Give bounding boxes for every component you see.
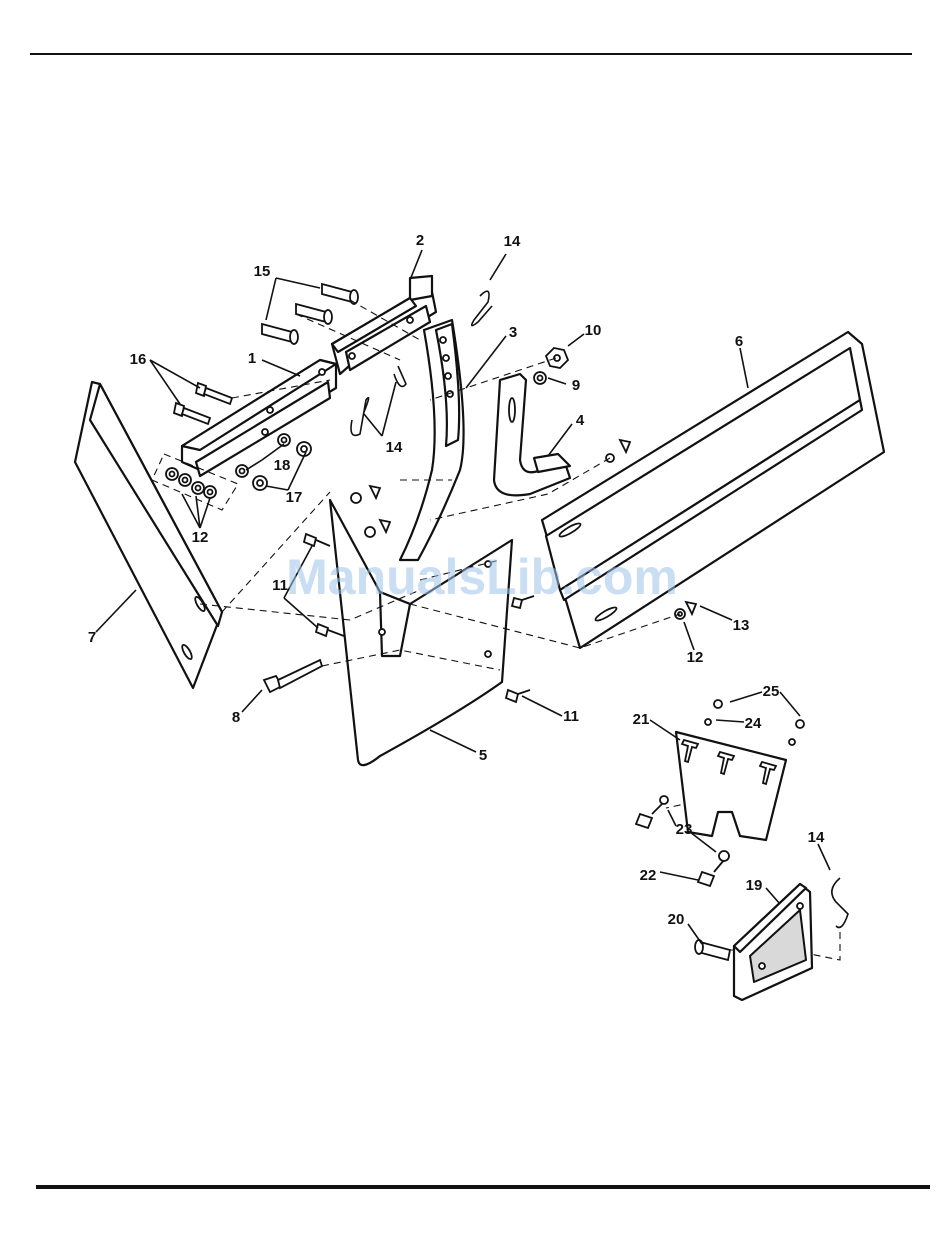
callout-19: 19 [746, 877, 763, 894]
callout-1: 1 [248, 350, 256, 367]
callout-15: 15 [254, 263, 271, 280]
callout-12a: 12 [192, 529, 209, 546]
callout-17: 17 [286, 489, 303, 506]
callout-4: 4 [576, 412, 585, 429]
callout-12b: 12 [687, 649, 704, 666]
callout-5: 5 [479, 747, 487, 764]
callout-11b: 11 [563, 708, 579, 725]
part-16-bolts [174, 383, 232, 424]
callout-22: 22 [640, 867, 657, 884]
callout-18: 18 [274, 457, 291, 474]
callout-8: 8 [232, 709, 240, 726]
callout-21: 21 [633, 711, 650, 728]
callout-9: 9 [572, 377, 580, 394]
callout-14c: 14 [808, 829, 825, 846]
part-8-long-bolt [264, 660, 322, 692]
callout-2: 2 [416, 232, 424, 249]
part-3-curved-shank [400, 320, 464, 560]
callout-24: 24 [745, 715, 762, 732]
callout-14a: 14 [504, 233, 521, 250]
part-4-spring-clamp [494, 374, 570, 495]
callout-25: 25 [763, 683, 780, 700]
part-20-pin [695, 940, 730, 960]
callout-10: 10 [585, 322, 602, 339]
callout-14b: 14 [386, 439, 403, 456]
callout-13: 13 [733, 617, 750, 634]
part-19-hitch-bracket [734, 884, 812, 1000]
callout-20: 20 [668, 911, 685, 928]
callout-3: 3 [509, 324, 517, 341]
callout-6: 6 [735, 333, 743, 350]
callout-7: 7 [88, 629, 96, 646]
callout-23: 23 [676, 821, 693, 838]
callout-16: 16 [130, 351, 147, 368]
watermark-text: ManualsLib.com [286, 549, 678, 605]
